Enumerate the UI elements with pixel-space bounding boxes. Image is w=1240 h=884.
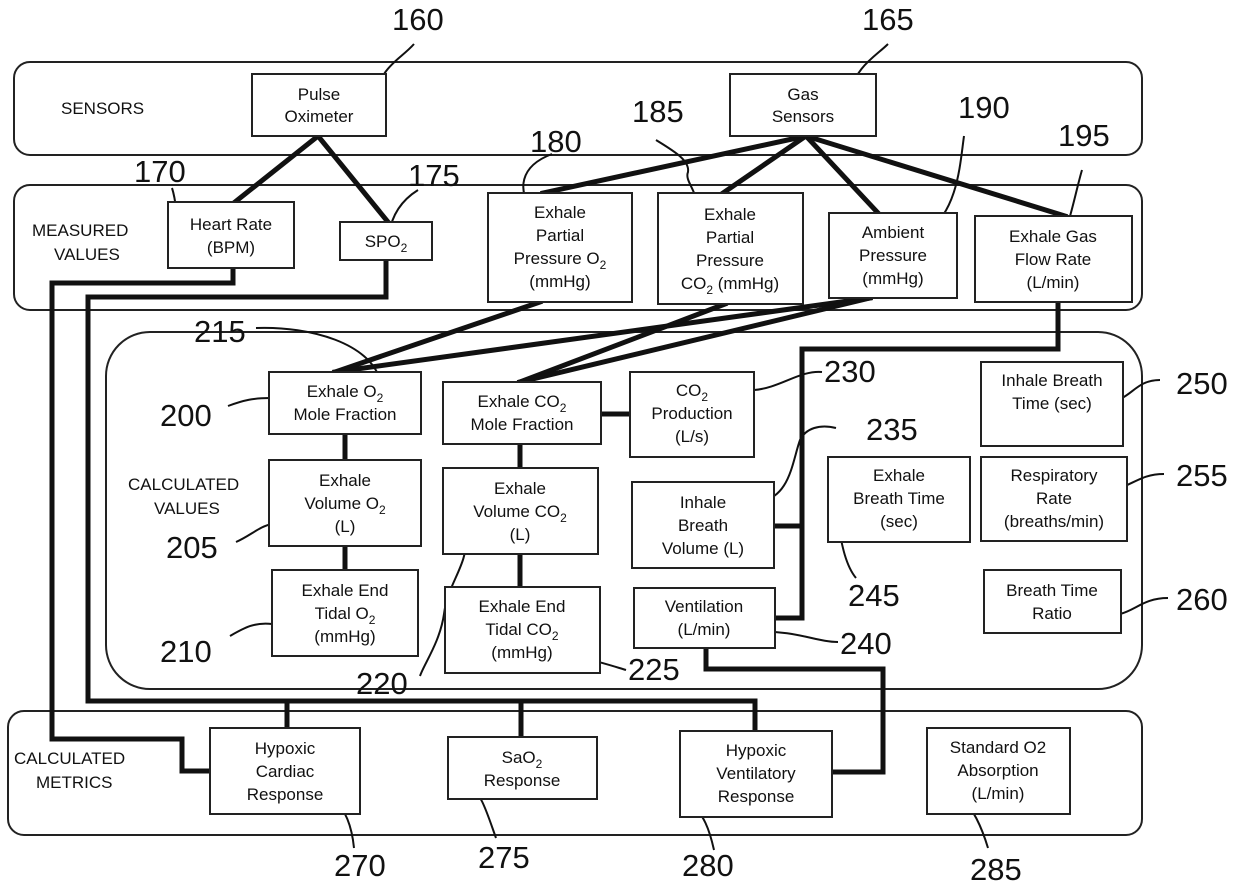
ref-195: 195	[1058, 118, 1110, 153]
ref-280: 280	[682, 848, 734, 883]
section-sensors-label: SENSORS	[61, 99, 144, 118]
ref-270: 270	[334, 848, 386, 883]
ref-255: 255	[1176, 458, 1228, 493]
ref-165: 165	[862, 2, 914, 37]
ref-200: 200	[160, 398, 212, 433]
respiratory-rate-box: RespiratoryRate(breaths/min)	[981, 457, 1127, 541]
ambient-pressure-box: AmbientPressure(mmHg)	[829, 213, 957, 298]
spo2-box: SPO2	[340, 222, 432, 260]
ref-240: 240	[840, 626, 892, 661]
hypoxic-ventilatory-response-box: HypoxicVentilatoryResponse	[680, 731, 832, 817]
exhale-volume-co2-box: ExhaleVolume CO2(L)	[443, 468, 598, 554]
section-calculated-values-label: CALCULATEDVALUES	[128, 475, 239, 518]
ref-250: 250	[1176, 366, 1228, 401]
ref-220: 220	[356, 666, 408, 701]
svg-text:HypoxicCardiacResponse: HypoxicCardiacResponse	[247, 739, 324, 804]
inhale-breath-time-box: Inhale BreathTime (sec)	[981, 362, 1123, 446]
section-calculated-metrics-label: CALCULATEDMETRICS	[14, 749, 125, 792]
ref-180: 180	[530, 124, 582, 159]
svg-text:AmbientPressure(mmHg): AmbientPressure(mmHg)	[859, 223, 927, 288]
ref-185: 185	[632, 94, 684, 129]
ref-205: 205	[166, 530, 218, 565]
exhale-o2-mole-fraction-box: Exhale O2Mole Fraction	[269, 372, 421, 434]
breath-time-ratio-box: Breath TimeRatio	[984, 570, 1121, 633]
ref-235: 235	[866, 412, 918, 447]
svg-text:Exhale EndTidal CO2(mmHg): Exhale EndTidal CO2(mmHg)	[479, 597, 566, 662]
inhale-breath-volume-box: InhaleBreathVolume (L)	[632, 482, 774, 568]
svg-text:Exhale EndTidal O2(mmHg): Exhale EndTidal O2(mmHg)	[302, 581, 389, 646]
ref-260: 260	[1176, 582, 1228, 617]
ref-160: 160	[392, 2, 444, 37]
ventilation-box: Ventilation(L/min)	[634, 588, 775, 648]
exhale-breath-time-box: ExhaleBreath Time(sec)	[828, 457, 970, 542]
ref-170: 170	[134, 154, 186, 189]
sao2-response-box: SaO2Response	[448, 737, 597, 799]
exhale-partial-pressure-co2-box: ExhalePartialPressureCO2 (mmHg)	[658, 193, 803, 304]
ref-190: 190	[958, 90, 1010, 125]
exhale-partial-pressure-o2-box: ExhalePartialPressure O2(mmHg)	[488, 193, 632, 302]
ref-285: 285	[970, 852, 1022, 884]
gas-sensors-box: GasSensors	[730, 74, 876, 136]
exhale-co2-mole-fraction-box: Exhale CO2Mole Fraction	[443, 382, 601, 444]
co2-production-box: CO2Production(L/s)	[630, 372, 754, 457]
pulse-oximeter-box: PulseOximeter	[252, 74, 386, 136]
hypoxic-cardiac-response-box: HypoxicCardiacResponse	[210, 728, 360, 814]
ref-175: 175	[408, 158, 460, 193]
ref-245: 245	[848, 578, 900, 613]
ref-210: 210	[160, 634, 212, 669]
standard-o2-absorption-box: Standard O2Absorption(L/min)	[927, 728, 1070, 814]
exhale-end-tidal-o2-box: Exhale EndTidal O2(mmHg)	[272, 570, 418, 656]
svg-text:HypoxicVentilatoryResponse: HypoxicVentilatoryResponse	[716, 741, 796, 806]
ref-275: 275	[478, 840, 530, 875]
ref-225: 225	[628, 652, 680, 687]
exhale-volume-o2-box: ExhaleVolume O2(L)	[269, 460, 421, 546]
ref-215: 215	[194, 314, 246, 349]
section-measured-label: MEASUREDVALUES	[32, 221, 128, 264]
exhale-gas-flow-rate-box: Exhale GasFlow Rate(L/min)	[975, 216, 1132, 302]
ref-230: 230	[824, 354, 876, 389]
heart-rate-box: Heart Rate(BPM)	[168, 202, 294, 268]
exhale-end-tidal-co2-box: Exhale EndTidal CO2(mmHg)	[445, 587, 600, 673]
